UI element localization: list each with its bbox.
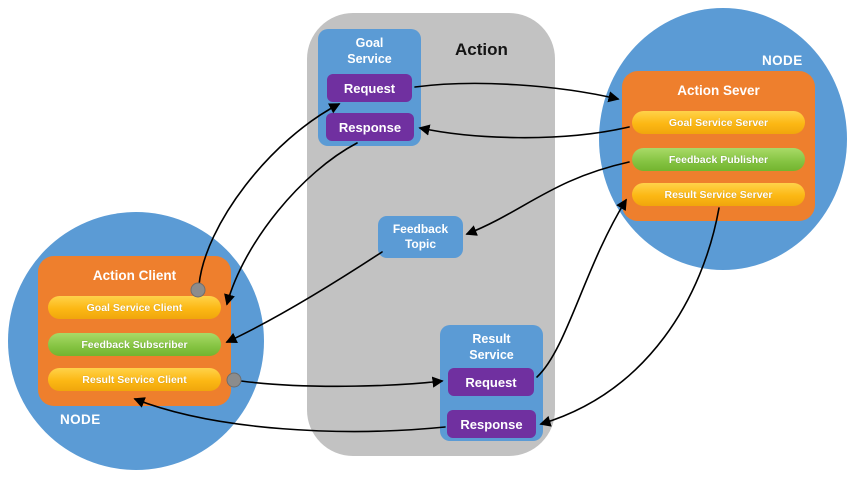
result-service-client-pill: Result Service Client	[48, 368, 221, 391]
goal-request-box: Request	[327, 74, 412, 102]
action-client-box: Action Client Goal Service Client Feedba…	[38, 256, 231, 406]
feedback-publisher-pill: Feedback Publisher	[632, 148, 805, 171]
result-service-box: Result Service Request Response	[440, 325, 543, 441]
goal-service-client-pill: Goal Service Client	[48, 296, 221, 319]
goal-response-box: Response	[326, 113, 414, 141]
result-service-title: Result Service	[469, 332, 514, 362]
feedback-topic-title: Feedback Topic	[392, 222, 449, 251]
action-client-title: Action Client	[92, 268, 177, 283]
action-panel-title: Action	[455, 40, 508, 59]
goal-service-server-pill: Goal Service Server	[632, 111, 805, 134]
action-server-box: Action Sever Goal Service Server Feedbac…	[622, 71, 815, 221]
client-node-label: NODE	[60, 412, 101, 427]
action-server-title: Action Sever	[677, 83, 760, 98]
server-node-label: NODE	[762, 53, 803, 68]
feedback-topic-box: Feedback Topic	[378, 216, 463, 258]
result-service-server-pill: Result Service Server	[632, 183, 805, 206]
feedback-subscriber-pill: Feedback Subscriber	[48, 333, 221, 356]
result-request-box: Request	[448, 368, 534, 396]
result-response-box: Response	[447, 410, 536, 438]
goal-service-title: Goal Service	[347, 36, 392, 66]
goal-service-box: Goal Service Request Response	[318, 29, 421, 146]
